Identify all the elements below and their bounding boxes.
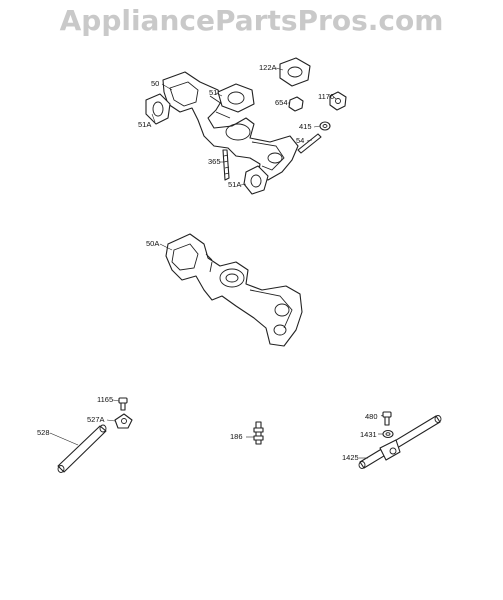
callout-1425: 1425 xyxy=(342,453,359,462)
gasket-51a-left[interactable] xyxy=(145,93,171,125)
callout-122a: 122A xyxy=(259,63,277,72)
tube-528[interactable] xyxy=(57,424,107,473)
callout-54: 54 xyxy=(296,136,304,145)
callout-1165: 1165 xyxy=(97,395,113,404)
gasket-51[interactable] xyxy=(217,83,255,113)
screw-480[interactable] xyxy=(382,411,392,426)
callout-51: 51 xyxy=(209,88,217,97)
callout-1176: 1176 xyxy=(318,92,334,101)
watermark: AppliancePartsPros.com xyxy=(59,4,444,37)
callout-415: 415 xyxy=(299,122,312,131)
intake-manifold-50[interactable] xyxy=(162,71,299,181)
washer-1431[interactable] xyxy=(382,429,394,439)
nut-1176[interactable] xyxy=(329,91,347,111)
callout-1431: 1431 xyxy=(360,430,377,439)
callout-51a-bottom: 51A xyxy=(228,180,241,189)
callout-527a: 527A xyxy=(87,415,105,424)
callout-480: 480 xyxy=(365,412,378,421)
screw-1165[interactable] xyxy=(118,397,128,411)
gasket-51a-bottom[interactable] xyxy=(243,165,269,195)
clamp-527a[interactable] xyxy=(114,413,133,429)
callout-50: 50 xyxy=(151,79,159,88)
nut-654[interactable] xyxy=(288,96,304,112)
callout-186: 186 xyxy=(230,432,243,441)
callout-654: 654 xyxy=(275,98,288,107)
intake-manifold-50a[interactable] xyxy=(165,233,303,347)
washer-415[interactable] xyxy=(319,121,331,131)
tube-1425[interactable] xyxy=(358,415,442,469)
screw-365[interactable] xyxy=(222,149,230,181)
callout-528: 528 xyxy=(37,428,50,437)
callout-50a: 50A xyxy=(146,239,159,248)
callout-365: 365 xyxy=(208,157,221,166)
spacer-122a[interactable] xyxy=(279,57,311,87)
stud-54[interactable] xyxy=(297,133,322,154)
fitting-186[interactable] xyxy=(253,421,264,445)
callout-51a-top: 51A xyxy=(138,120,151,129)
